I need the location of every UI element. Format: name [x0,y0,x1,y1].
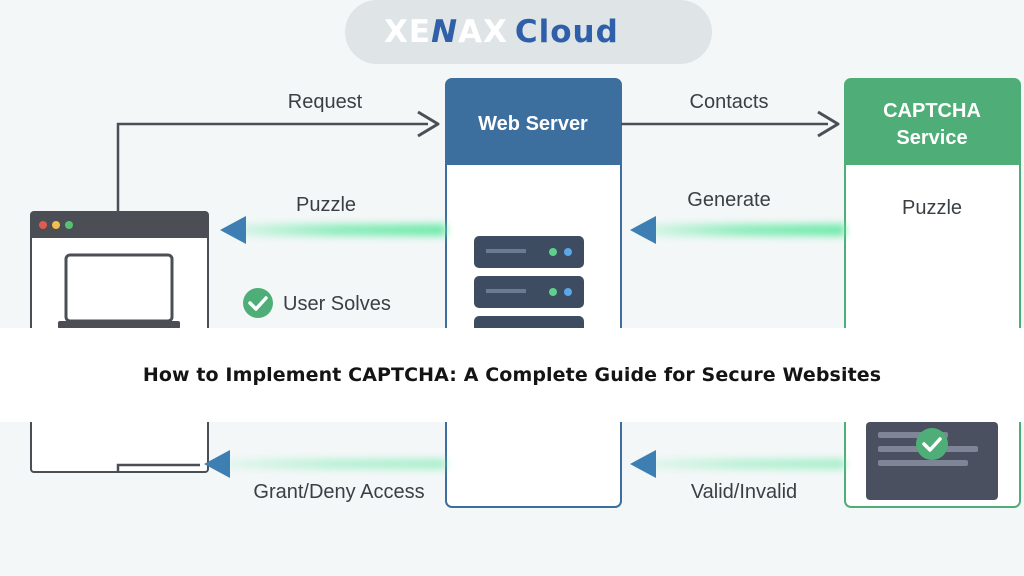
web-server-node: Web Server [445,78,622,508]
captcha-puzzle-label: Puzzle [902,197,962,219]
user-solves-label: User Solves [283,293,391,315]
web-server-title: Web Server [478,113,588,135]
check-circle-icon [916,428,948,460]
captcha-title-line2: Service [896,127,967,149]
puzzle-label: Puzzle [296,194,356,216]
laptop-icon [58,253,180,329]
generate-arrow [630,216,845,244]
grant-deny-label: Grant/Deny Access [253,481,424,503]
logo-pill [345,0,712,64]
user-solves-check-icon [243,288,273,318]
logo-text-cloud: Cloud [515,14,619,50]
title-banner: How to Implement CAPTCHA: A Complete Gui… [0,328,1024,422]
client-return-line [116,463,200,472]
valid-invalid-label: Valid/Invalid [691,481,797,503]
page-title: How to Implement CAPTCHA: A Complete Gui… [142,364,882,386]
contacts-arrow [621,110,840,138]
window-dot-red [39,221,47,229]
captcha-service-node: CAPTCHA Service Puzzle [844,78,1021,508]
window-dot-green [65,221,73,229]
captcha-form-icon [866,422,998,500]
window-dot-yellow [52,221,60,229]
logo-text-n: N [431,14,458,50]
grant-deny-arrow [204,450,446,478]
request-label: Request [288,91,363,113]
contacts-label: Contacts [690,91,769,113]
request-arrow [116,110,440,212]
logo-text-ax: AX [458,14,507,50]
valid-invalid-arrow [630,450,845,478]
captcha-title-line1: CAPTCHA [883,100,981,122]
logo-text-xe: XE [384,14,431,50]
generate-label: Generate [687,189,770,211]
puzzle-arrow [220,216,446,244]
